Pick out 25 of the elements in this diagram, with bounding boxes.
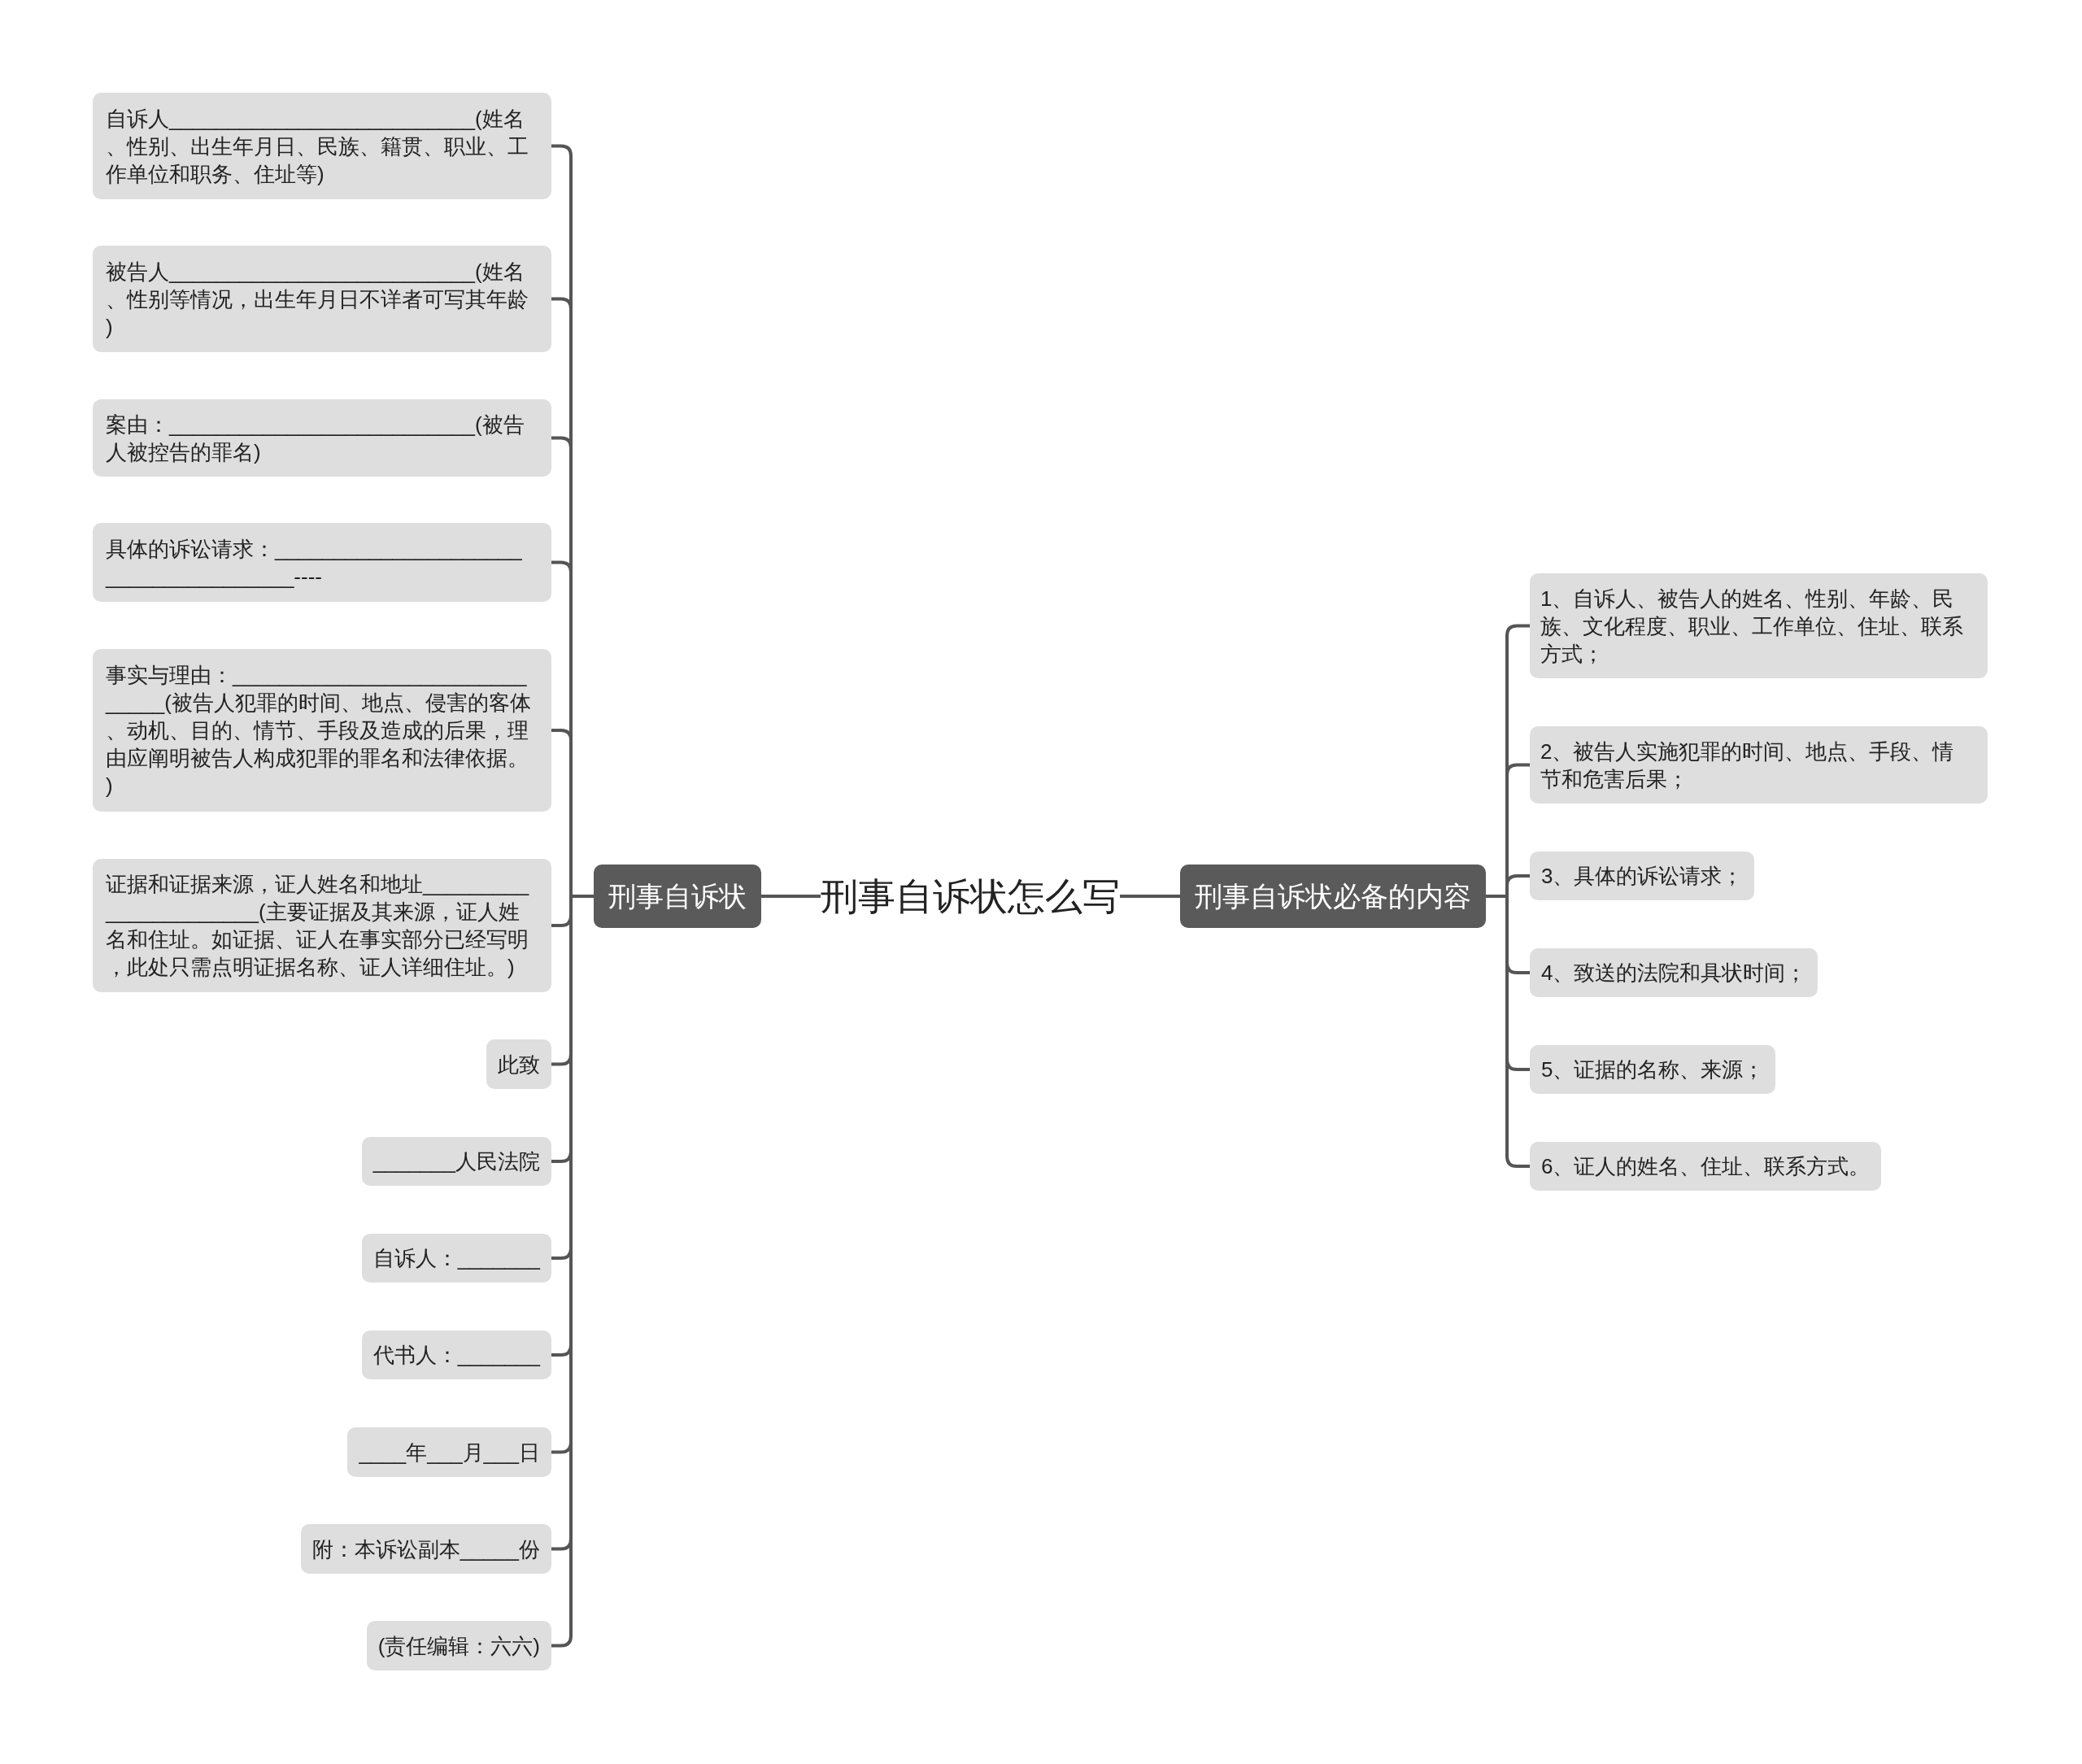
subtopic: 案由：__________________________(被告人被控告的罪名) <box>93 399 551 477</box>
subtopic: 3、具体的诉讼请求； <box>1530 852 1755 900</box>
subtopic: 自诉人：_______ <box>361 1234 551 1283</box>
subtopic: (责任编辑：六六) <box>366 1621 551 1670</box>
subtopic: 事实与理由：______________________________(被告人犯罪的时间、地点、侵害的客体、动机、目的、情节、手段及造成的后果，理由应阐明被告人构成犯罪的罪名和法律依据。) <box>93 649 551 812</box>
connector-line <box>761 895 821 898</box>
subtopic: 代书人：_______ <box>361 1331 551 1379</box>
subtopic: 1、自诉人、被告人的姓名、性别、年龄、民族、文化程度、职业、工作单位、住址、联系方式； <box>1530 573 1988 678</box>
connector-line <box>1486 895 1530 1168</box>
connector-line <box>1120 895 1180 898</box>
subtopic: 4、致送的法院和具状时间； <box>1530 948 1818 997</box>
subtopic: 附：本诉讼副本_____份 <box>300 1524 551 1574</box>
subtopic: ____年___月___日 <box>347 1427 551 1477</box>
main-topic: 刑事自诉状 <box>594 865 761 928</box>
subtopic: 2、被告人实施犯罪的时间、地点、手段、情节和危害后果； <box>1530 726 1988 804</box>
subtopic: 被告人__________________________(姓名、性别等情况，出生年月日不详者可写其年龄) <box>93 246 551 352</box>
subtopic: 6、证人的姓名、住址、联系方式。 <box>1530 1142 1882 1191</box>
subtopic: 自诉人__________________________(姓名、性别、出生年月日、民族、籍贯、职业、工作单位和职务、住址等) <box>93 93 551 199</box>
subtopic: _______人民法院 <box>361 1137 551 1186</box>
subtopic: 具体的诉讼请求：_____________________________________---- <box>93 523 551 602</box>
subtopic: 此致 <box>486 1039 551 1089</box>
central-topic: 刑事自诉状怎么写 <box>821 872 1120 921</box>
subtopic: 5、证据的名称、来源； <box>1530 1045 1776 1094</box>
subtopic: 证据和证据来源，证人姓名和地址______________________(主要证据及其来源，证人姓名和住址。如证据、证人在事实部分已经写明，此处只需点明证据名称、证人详细住址。) <box>93 859 551 992</box>
main-topic: 刑事自诉状必备的内容 <box>1180 865 1486 928</box>
